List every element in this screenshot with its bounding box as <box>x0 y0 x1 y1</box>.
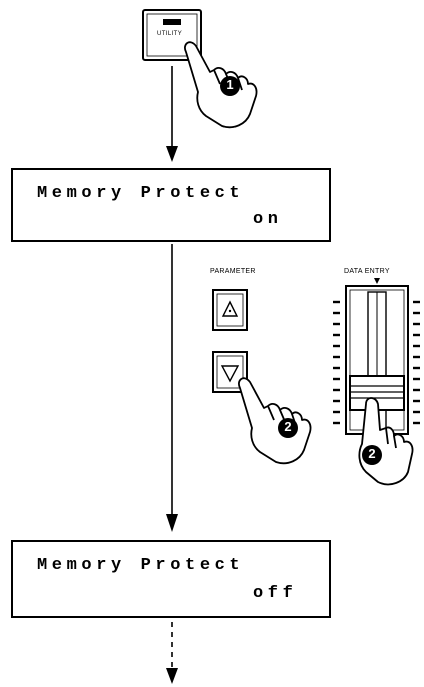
lcd-display-top: Memory Protect on <box>11 168 331 242</box>
data-entry-label: DATA ENTRY <box>344 268 390 275</box>
lcd-display-bottom: Memory Protect off <box>11 540 331 618</box>
parameter-label: PARAMETER <box>210 268 256 275</box>
step-badge-1: 1 <box>226 77 234 92</box>
step-badge-2: 2 <box>284 419 292 434</box>
flow-arrowhead-2 <box>166 514 178 532</box>
lcd-bottom-line2: off <box>253 584 298 603</box>
slider-ticks-right <box>413 300 420 425</box>
step-badge-2-circle <box>278 418 298 438</box>
step-badge-3: 2 <box>368 446 376 461</box>
flow-arrowhead-3 <box>166 668 178 684</box>
utility-button-label[interactable]: UTILITY <box>157 31 183 37</box>
lcd-bottom-line1: Memory Protect <box>37 556 245 575</box>
step-badge-3-circle <box>362 445 382 465</box>
flow-arrowhead-1 <box>166 146 178 162</box>
lcd-top-line2: on <box>253 210 283 229</box>
lcd-top-line1: Memory Protect <box>37 184 245 203</box>
step-badge-1-circle <box>220 76 240 96</box>
slider-ticks-left <box>333 300 340 425</box>
parameter-up-button <box>212 289 248 331</box>
hand-pointer-icon-2 <box>238 377 312 465</box>
